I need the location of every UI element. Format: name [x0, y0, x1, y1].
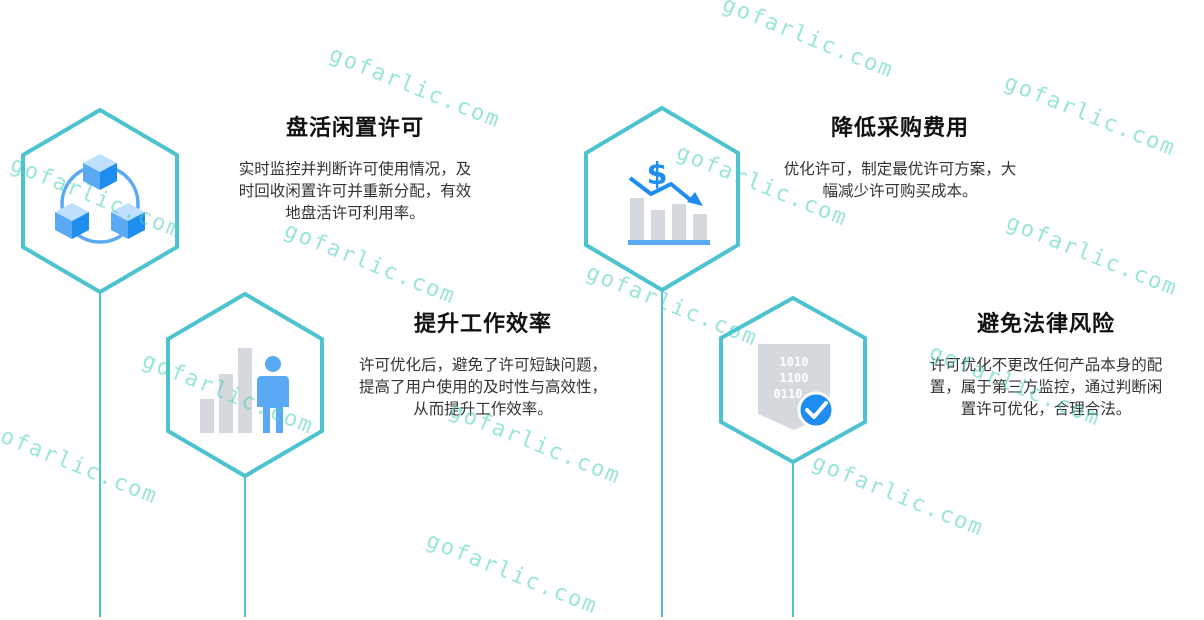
- watermark-text: gofarlic.com: [0, 418, 162, 510]
- feature-block: 降低采购费用 优化许可，制定最优许可方案，大 幅减少许可购买成本。: [760, 110, 1040, 202]
- feature-description: 许可优化不更改任何产品本身的配 置，属于第三方监控，通过判断闲 置许可优化，合理…: [896, 354, 1196, 420]
- watermark-text: gofarlic.com: [718, 0, 898, 84]
- description-line: 时回收闲置许可并重新分配，有效: [238, 182, 472, 200]
- feature-title: 提升工作效率: [413, 312, 552, 337]
- connector-line: [99, 292, 101, 617]
- description-line: 幅减少许可购买成本。: [822, 182, 978, 200]
- code-line-text: 1010: [780, 355, 809, 369]
- watermark-text: gofarlic.com: [1002, 210, 1182, 302]
- feature-hexagon: [21, 107, 179, 295]
- feature-title: 盘活闲置许可: [285, 116, 424, 141]
- feature-block: 提升工作效率 许可优化后，避免了许可短缺问题， 提高了用户使用的及时性与高效性，…: [333, 306, 633, 420]
- description-line: 实时监控并判断许可使用情况，及: [238, 160, 472, 178]
- feature-description: 实时监控并判断许可使用情况，及 时回收闲置许可并重新分配，有效 地盘活许可利用率…: [200, 158, 510, 224]
- description-line: 提高了用户使用的及时性与高效性，: [358, 378, 607, 396]
- feature-title: 避免法律风险: [976, 312, 1115, 337]
- feature-title: 降低采购费用: [830, 116, 969, 141]
- feature-hexagon: [166, 291, 324, 479]
- code-line-text: 0110: [774, 387, 803, 401]
- check-badge-icon: [797, 391, 835, 429]
- dollar-sign-text: $: [647, 157, 668, 192]
- feature-hexagon: 1010 1100 0110: [719, 295, 867, 465]
- description-line: 优化许可，制定最优许可方案，大: [783, 160, 1017, 178]
- binary-document-check-icon: 1010 1100 0110: [758, 344, 835, 430]
- code-line-text: 1100: [780, 371, 809, 385]
- bar-chart-person-icon: [200, 348, 289, 433]
- feature-hexagon: $: [584, 105, 740, 293]
- feature-description: 许可优化后，避免了许可短缺问题， 提高了用户使用的及时性与高效性， 从而提升工作…: [333, 354, 633, 420]
- cubes-network-icon: [55, 154, 145, 244]
- description-line: 置，属于第三方监控，通过判断闲: [929, 378, 1163, 396]
- connector-line: [244, 476, 246, 617]
- feature-block: 避免法律风险 许可优化不更改任何产品本身的配 置，属于第三方监控，通过判断闲 置…: [896, 306, 1196, 420]
- feature-description: 优化许可，制定最优许可方案，大 幅减少许可购买成本。: [760, 158, 1040, 202]
- description-line: 从而提升工作效率。: [413, 400, 553, 418]
- description-line: 许可优化后，避免了许可短缺问题，: [358, 356, 607, 374]
- description-line: 置许可优化，合理合法。: [960, 400, 1132, 418]
- connector-line: [661, 290, 663, 617]
- cost-decrease-chart-icon: $: [628, 157, 710, 245]
- description-line: 许可优化不更改任何产品本身的配: [929, 356, 1163, 374]
- watermark-text: gofarlic.com: [422, 528, 602, 620]
- description-line: 地盘活许可利用率。: [285, 204, 425, 222]
- connector-line: [792, 462, 794, 617]
- feature-block: 盘活闲置许可 实时监控并判断许可使用情况，及 时回收闲置许可并重新分配，有效 地…: [200, 110, 510, 224]
